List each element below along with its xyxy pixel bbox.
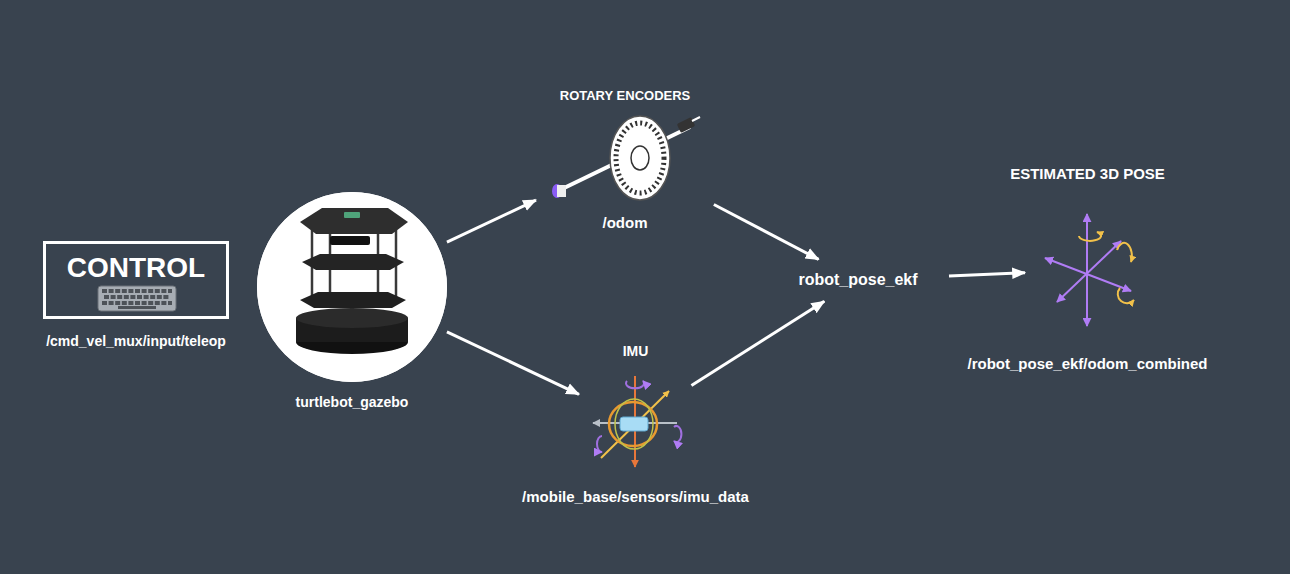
imu-illustration	[615, 399, 653, 449]
turtlebot-robot	[330, 236, 370, 245]
keyboard-icon	[98, 286, 176, 311]
section-heading: IMU	[623, 343, 649, 360]
turtlebot-robot	[344, 212, 360, 218]
pose-axes-illustration	[1118, 288, 1134, 303]
section-heading: ESTIMATED 3D POSE	[1010, 165, 1165, 183]
keyboard-icon	[102, 301, 172, 305]
turtlebot-robot	[257, 192, 447, 382]
flow-arrow	[447, 200, 536, 242]
control-box: CONTROL/cmd_vel_mux/input/teleop	[43, 241, 229, 319]
turtlebot-robot	[296, 308, 408, 328]
keyboard-icon	[102, 289, 172, 293]
keyboard-icon	[104, 295, 170, 299]
circle-outline	[258, 193, 446, 381]
topic-label: /mobile_base/sensors/imu_data	[522, 488, 749, 506]
encoder-group: ROTARY ENCODERS/odom	[545, 112, 705, 204]
robot-label: turtlebot_gazebo	[296, 394, 409, 411]
box-title: CONTROL	[46, 251, 226, 285]
rotary-encoder-illustration	[610, 116, 670, 200]
flow-arrow	[447, 332, 579, 394]
imu-illustration	[597, 436, 602, 452]
imu-illustration	[593, 376, 681, 467]
circle-outline	[257, 192, 447, 382]
imu-illustration	[626, 381, 644, 388]
section-heading: ROTARY ENCODERS	[560, 88, 691, 104]
pose-axes-illustration	[1079, 232, 1101, 241]
pose-axes-illustration	[1057, 241, 1121, 302]
keyboard-icon	[118, 306, 156, 309]
topic-label: /odom	[603, 214, 648, 232]
pose-group: ESTIMATED 3D POSE/robot_pose_ekf/odom_co…	[1035, 205, 1140, 335]
rotary-encoder-illustration	[692, 117, 700, 121]
flow-arrow	[714, 205, 819, 260]
robot-circle: turtlebot_gazebo	[257, 192, 447, 382]
topic-label: /cmd_vel_mux/input/teleop	[46, 333, 226, 350]
rotary-encoder-illustration	[557, 185, 566, 197]
pose-axes-illustration	[1045, 214, 1134, 326]
filter-label: robot_pose_ekf	[777, 270, 939, 289]
rotary-encoder-illustration	[616, 123, 664, 193]
imu-illustration	[620, 417, 648, 431]
keyboard-icon	[98, 286, 176, 311]
flow-arrow	[691, 301, 824, 385]
filter-node: robot_pose_ekf	[777, 264, 939, 296]
imu-illustration	[601, 391, 669, 458]
rotary-encoder-illustration	[677, 117, 696, 133]
pose-axes-illustration	[1117, 243, 1132, 262]
imu-group: IMU/mobile_base/sensors/imu_data	[588, 370, 683, 472]
imu-illustration	[674, 426, 681, 442]
turtlebot-robot	[257, 192, 447, 382]
turtlebot-robot	[302, 254, 404, 270]
connector-group	[447, 200, 1025, 394]
turtlebot-robot	[300, 208, 408, 234]
rotary-encoder-illustration	[552, 116, 700, 200]
flow-arrow	[949, 273, 1025, 276]
topic-label: /robot_pose_ekf/odom_combined	[967, 355, 1207, 373]
turtlebot-robot	[300, 292, 406, 308]
pose-axes-illustration	[1045, 258, 1131, 291]
rotary-encoder-illustration	[631, 146, 649, 170]
pose-axes-illustration	[1086, 214, 1088, 326]
